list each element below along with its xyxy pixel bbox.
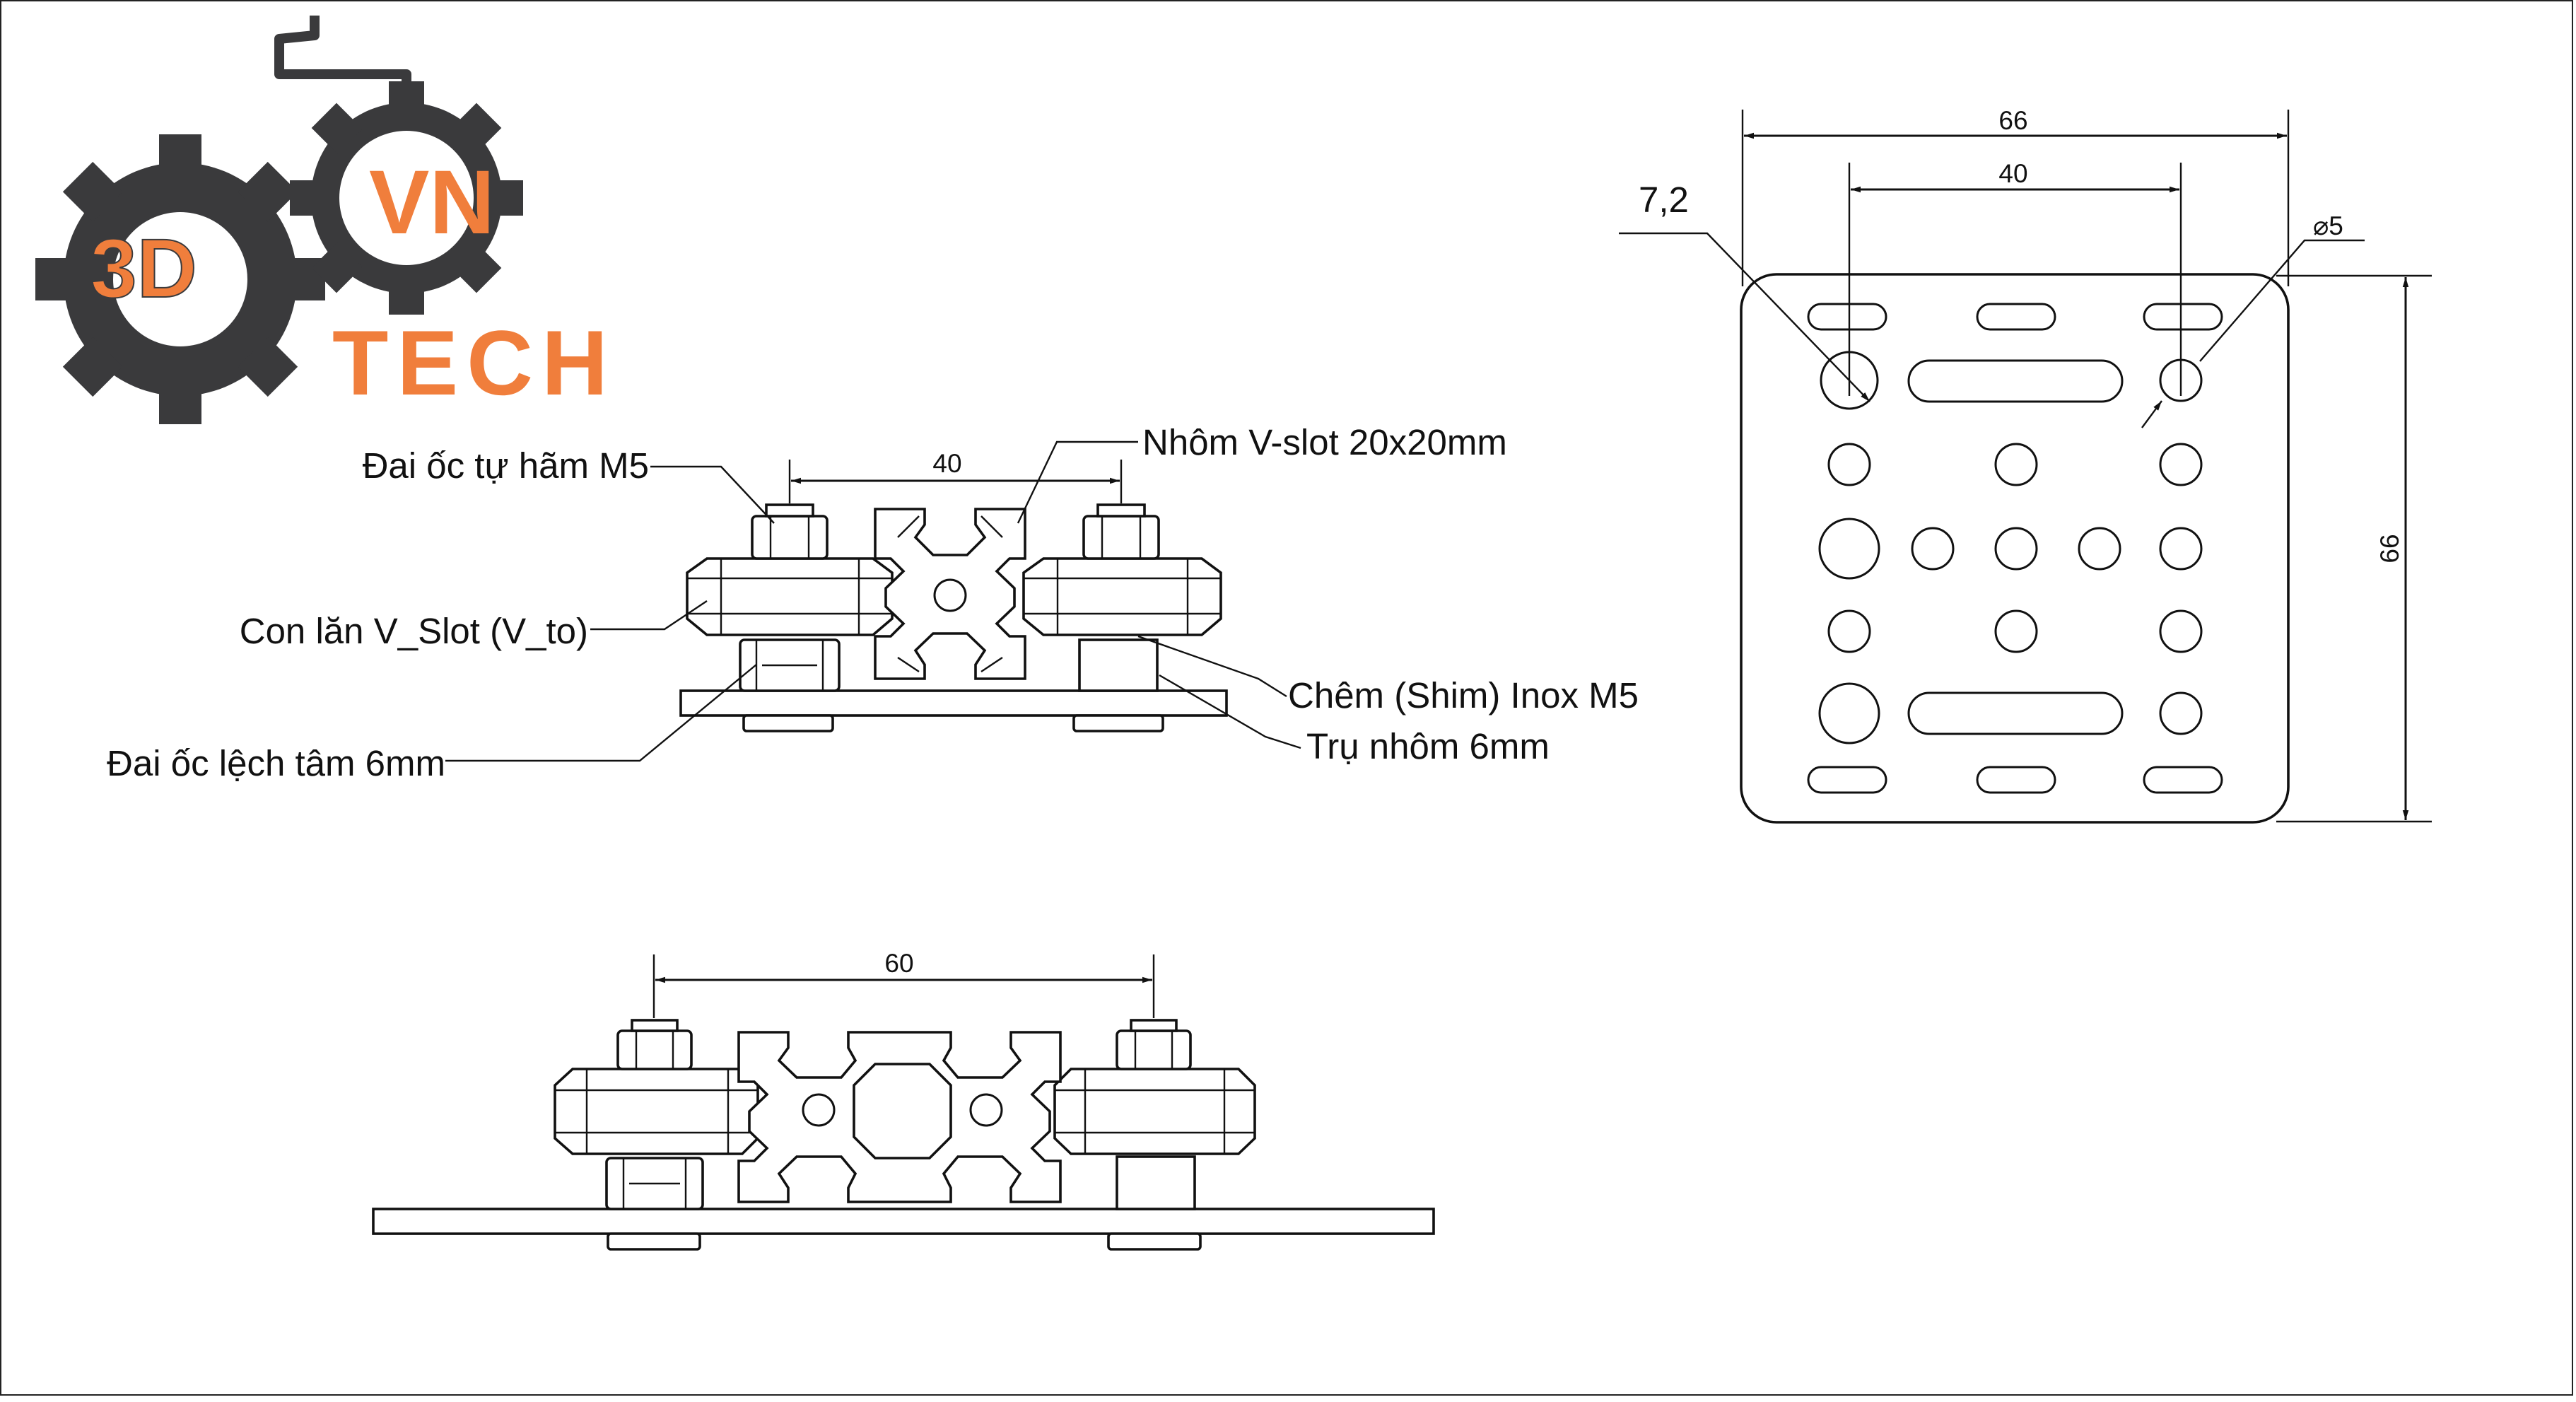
slot (1807, 766, 1887, 794)
long-slot (1907, 691, 2124, 735)
bottom-wheel-right (1053, 1068, 1256, 1155)
small-hole (2159, 609, 2203, 653)
plate-dim-7-2-text: 7,2 (1639, 180, 1689, 220)
slot (1976, 766, 2056, 794)
logo-text-tech: TECH (332, 311, 616, 414)
leader-shim (1137, 635, 1287, 698)
slot (1976, 303, 2056, 331)
bottom-plate (372, 1208, 1435, 1235)
small-hole (2159, 527, 2203, 571)
bottom-plate-screw-right (1107, 1232, 1202, 1251)
top-plate (679, 689, 1228, 717)
bottom-assembly-view: 60 (372, 949, 1435, 1251)
top-lock-nut-left (751, 503, 829, 560)
leader-spacer (1159, 674, 1301, 749)
label-shim: Chêm (Shim) Inox M5 (1288, 675, 1639, 715)
plate-dim-large-hole: 7,2 (1619, 180, 1870, 402)
plate-dim-40-text: 40 (1998, 159, 2027, 188)
small-hole (1994, 609, 2038, 653)
plate-top-view: 66 40 66 7,2 ⌀5 (1619, 106, 2432, 824)
small-hole (2078, 527, 2121, 571)
small-hole (1994, 443, 2038, 486)
leader-vslot (1017, 440, 1138, 524)
logo-text-vn: VN (369, 152, 495, 253)
plate-dim-small-hole: ⌀5 (2141, 211, 2365, 428)
slot (2143, 303, 2223, 331)
label-lock-nut: Đai ốc tự hãm M5 (363, 445, 649, 486)
top-dimension-40: 40 (788, 449, 1123, 503)
label-vslot: Nhôm V-slot 20x20mm (1142, 422, 1507, 462)
logo-text-3d: 3D (90, 222, 197, 315)
plate-dim-66-top-text: 66 (1998, 106, 2027, 135)
bottom-lock-nut-left (616, 1019, 693, 1070)
top-plate-screw-left (742, 714, 834, 732)
plate-dim-phi5-text: ⌀5 (2313, 211, 2343, 240)
bottom-spacer (1116, 1155, 1196, 1210)
slot (1807, 303, 1887, 331)
label-spacer: Trụ nhôm 6mm (1306, 726, 1550, 766)
plate-dim-height: 66 (2276, 274, 2432, 823)
top-vslot-profile (874, 508, 1026, 680)
leader-lock-nut (650, 465, 775, 524)
small-hole (2159, 443, 2203, 486)
top-assembly-view: 40 Đai ốc tự hãm M5 Nhôm V-slot 20x20mm … (107, 422, 1639, 783)
top-lock-nut-right (1082, 503, 1160, 560)
top-wheel-left (686, 557, 894, 636)
plate-dim-66-side-text: 66 (2375, 534, 2404, 563)
bottom-eccentric-nut (605, 1157, 704, 1210)
plate-dim-width: 66 (1741, 106, 2290, 286)
plate-dim-inner: 40 (1848, 159, 2182, 396)
small-hole (1911, 527, 1955, 571)
bottom-dimension-60: 60 (652, 949, 1155, 1018)
top-wheel-right (1022, 557, 1222, 636)
gear-right-icon (290, 81, 523, 315)
slot (2143, 766, 2223, 794)
bottom-dim-60-text: 60 (884, 949, 913, 978)
small-hole (1827, 443, 1871, 486)
label-eccentric-nut: Đai ốc lệch tâm 6mm (107, 743, 445, 783)
long-slot (1907, 359, 2124, 403)
bottom-vslot-profile (737, 1031, 1062, 1203)
small-hole (1827, 609, 1871, 653)
label-wheel: Con lăn V_Slot (V_to) (240, 611, 588, 651)
leader-wheel (590, 600, 708, 631)
bottom-lock-nut-right (1116, 1019, 1192, 1070)
hook-icon (274, 16, 411, 106)
leader-eccentric (445, 664, 757, 762)
top-spacer (1078, 638, 1159, 692)
small-hole (1994, 527, 2038, 571)
top-dim-40-text: 40 (932, 449, 961, 478)
small-hole (2159, 691, 2203, 735)
large-hole (1818, 518, 1880, 580)
top-eccentric-nut (739, 638, 841, 692)
brand-logo: 3D VN TECH (35, 16, 616, 424)
large-hole (1818, 682, 1880, 744)
bottom-plate-screw-left (607, 1232, 701, 1251)
top-plate-screw-right (1072, 714, 1164, 732)
